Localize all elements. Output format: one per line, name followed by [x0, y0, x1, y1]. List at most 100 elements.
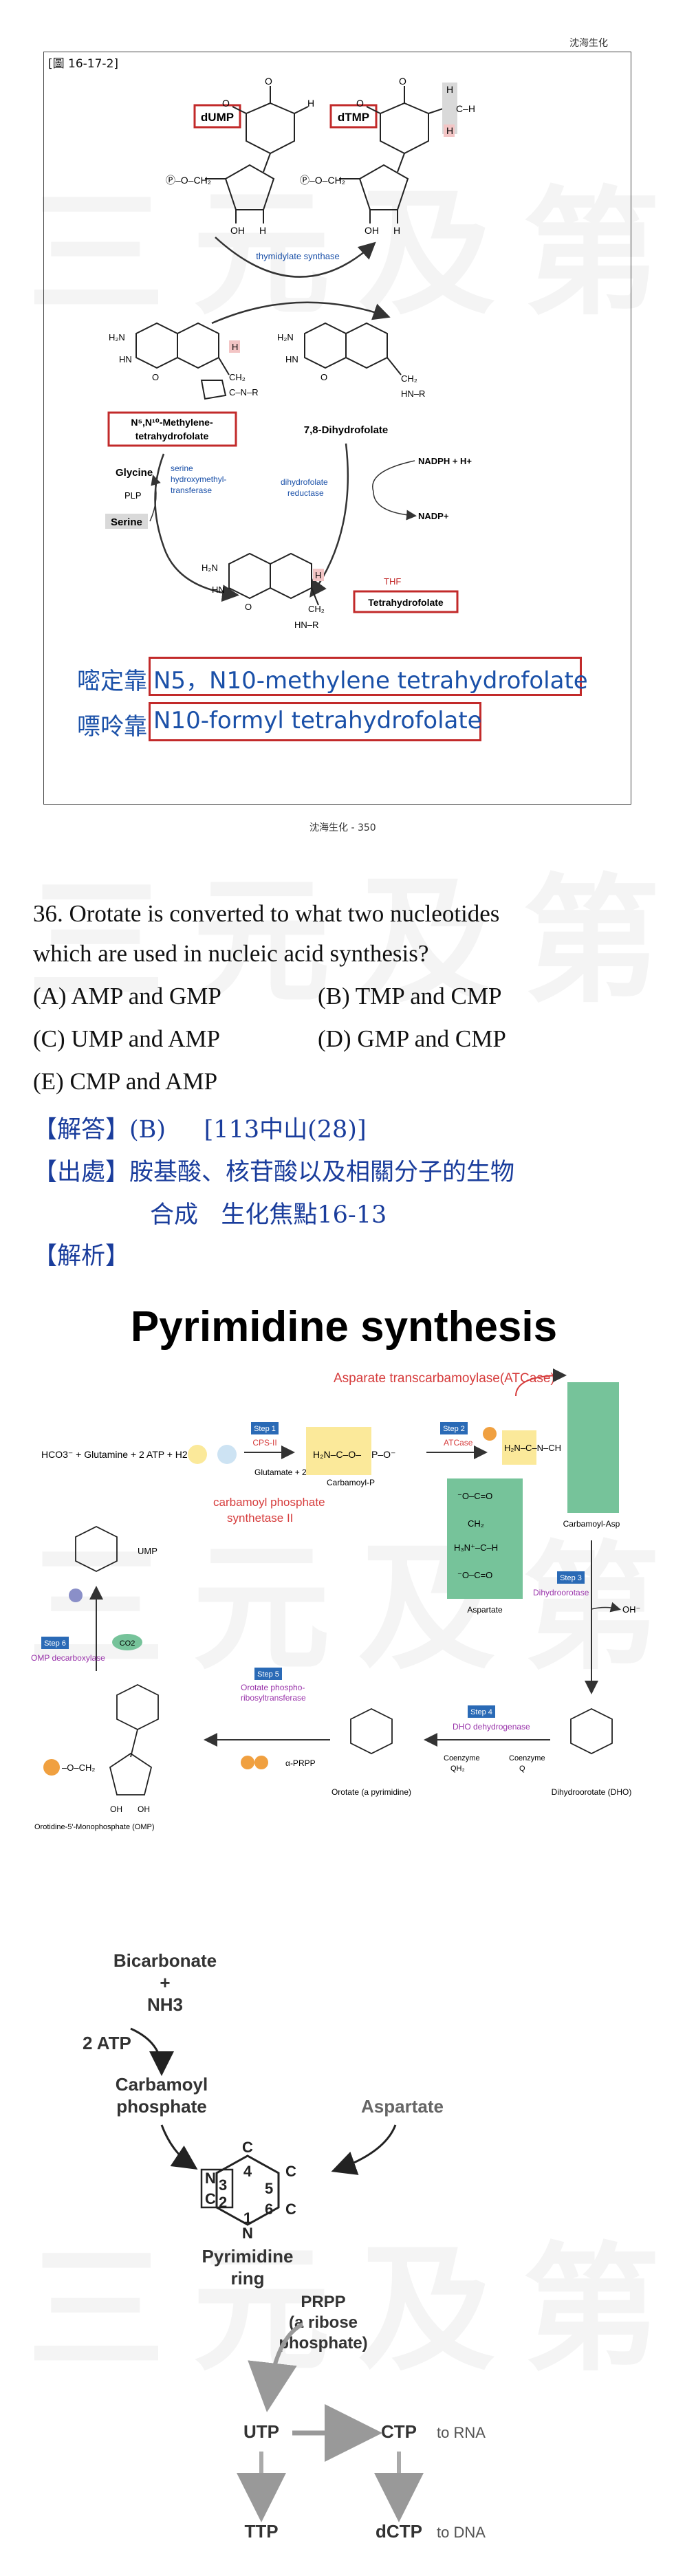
question-line-1: 36. Orotate is converted to what two nuc… [33, 900, 500, 927]
svg-text:C: C [285, 2201, 296, 2218]
cps2-label: CPS-II [252, 1438, 276, 1448]
pyrimidine-source-text: N5，N10-methylene tetrahydrofolate [153, 667, 588, 695]
svg-text:OH: OH [230, 225, 245, 236]
ump-label: UMP [138, 1546, 157, 1556]
analysis-label: 【解析】 [33, 1243, 130, 1270]
pyrimidine-overview-diagram: Bicarbonate + NH3 2 ATP Carbamoyl phosph… [83, 1950, 486, 2542]
nadp-label: NADP+ [418, 511, 449, 521]
ttp-label: TTP [244, 2521, 278, 2542]
svg-text:HN–R: HN–R [294, 620, 318, 630]
thf-red-label: THF [384, 576, 401, 587]
svg-text:CH₂: CH₂ [401, 373, 417, 384]
svg-text:OH: OH [110, 1804, 122, 1814]
svg-text:H: H [259, 225, 266, 236]
svg-text:OH: OH [138, 1804, 150, 1814]
svg-text:C: C [205, 2190, 216, 2207]
ring-label-1: Pyrimidine [202, 2246, 294, 2267]
svg-text:C: C [242, 2139, 253, 2156]
dctp-label: dCTP [376, 2521, 422, 2542]
figure-label: [圖 16-17-2] [48, 57, 119, 71]
svg-text:serine: serine [171, 463, 193, 473]
carbamoyl-label-1: Carbamoyl [116, 2074, 208, 2095]
question-line-2: which are used in nucleic acid synthesis… [33, 940, 429, 967]
prpp-label-2: (a ribose [289, 2313, 358, 2332]
svg-text:HN: HN [119, 354, 132, 364]
purine-source-box: N10-formyl tetrahydrofolate [149, 702, 482, 741]
figure-frame [43, 52, 631, 805]
svg-text:H: H [393, 225, 400, 236]
svg-text:N: N [242, 2225, 253, 2242]
pyrimidine-source-prefix: 嘧定靠 [77, 668, 147, 695]
svg-text:6: 6 [265, 2201, 273, 2218]
aspartate-label: Aspartate [467, 1605, 503, 1615]
svg-text:O: O [245, 602, 252, 612]
prpp-label-3: phosphate) [279, 2334, 367, 2353]
svg-text:Ⓟ–O–CH₂: Ⓟ–O–CH₂ [300, 175, 345, 186]
svg-text:Coenzyme: Coenzyme [509, 1754, 545, 1762]
svg-text:H₂N–C–N–CH: H₂N–C–N–CH [504, 1443, 561, 1453]
svg-text:HN: HN [285, 354, 298, 364]
svg-text:H: H [446, 125, 453, 136]
option-b: (B) TMP and CMP [318, 983, 502, 1009]
svg-text:⁻O–C=O: ⁻O–C=O [457, 1491, 492, 1501]
svg-text:CH₂: CH₂ [468, 1518, 484, 1529]
to-dna-label: to DNA [437, 2524, 486, 2541]
svg-text:H₃N⁺–C–H: H₃N⁺–C–H [454, 1542, 498, 1553]
svg-text:H₂N: H₂N [109, 332, 125, 342]
aspartate-label-2: Aspartate [361, 2096, 444, 2117]
option-a: (A) AMP and GMP [33, 983, 221, 1009]
svg-text:synthetase II: synthetase II [227, 1511, 293, 1525]
svg-text:O: O [356, 98, 364, 109]
thf-box-label: Tetrahydrofolate [368, 597, 444, 608]
prpp-label-1: PRPP [301, 2293, 345, 2311]
svg-text:tetrahydrofolate: tetrahydrofolate [135, 430, 209, 441]
pyrimidine-source-box: N5，N10-methylene tetrahydrofolate [149, 657, 588, 696]
svg-text:CH₂: CH₂ [229, 372, 246, 382]
dihydroorotase-label: Dihydroorotase [533, 1588, 589, 1597]
plus-label: + [160, 1972, 170, 1993]
to-rna-label: to RNA [437, 2424, 486, 2441]
atp-label: 2 ATP [83, 2033, 131, 2053]
svg-text:OH: OH [365, 225, 379, 236]
utp-label: UTP [243, 2421, 279, 2442]
orotate-label: Orotate (a pyrimidine) [331, 1787, 411, 1797]
omp-label: Orotidine-5'-Monophosphate (OMP) [34, 1823, 155, 1831]
svg-text:C–N–R: C–N–R [229, 387, 259, 397]
step-4-badge: Step 4 [470, 1708, 492, 1716]
dho-dh-label: DHO dehydrogenase [453, 1722, 530, 1732]
ctp-label: CTP [381, 2421, 417, 2442]
svg-text:H: H [307, 98, 314, 109]
svg-text:O: O [320, 372, 327, 382]
svg-text:reductase: reductase [287, 488, 324, 498]
svg-text:Q: Q [519, 1765, 525, 1773]
svg-text:1: 1 [243, 2209, 252, 2227]
nh3-label: NH3 [147, 1994, 183, 2015]
svg-text:3: 3 [219, 2176, 227, 2194]
carbamoyl-asp-label: Carbamoyl-Asp [563, 1519, 620, 1529]
pyrimidine-synthesis-diagram: Pyrimidine synthesis Asparate transcarba… [31, 1303, 640, 1831]
folate-cycle-diagram: dUMP dTMP O H O Ⓟ–O–CH₂ OH H H C–H H O O… [105, 76, 475, 630]
prpp-label: α-PRPP [285, 1758, 316, 1768]
purine-source-prefix: 嘌呤靠 [77, 713, 147, 741]
svg-text:HN: HN [212, 585, 225, 595]
svg-text:O: O [152, 372, 159, 382]
atcase-short: ATCase [444, 1438, 473, 1448]
omp-dc-label: OMP decarboxylase [31, 1653, 105, 1663]
svg-text:H₂N: H₂N [202, 563, 218, 573]
enzyme-thymidylate: thymidylate synthase [256, 251, 339, 261]
svg-text:O: O [399, 76, 406, 87]
option-c: (C) UMP and AMP [33, 1025, 220, 1052]
dho-label: Dihydroorotate (DHO) [552, 1787, 632, 1797]
dump-label: dUMP [201, 111, 234, 124]
svg-text:P–O⁻: P–O⁻ [371, 1449, 395, 1460]
carbamoyl-label-2: phosphate [116, 2096, 206, 2117]
atcase-title: Asparate transcarbamoylase(ATCase) [334, 1371, 555, 1386]
svg-text:5: 5 [265, 2180, 273, 2197]
answer-line: 【解答】(B) [113中山(28)] [33, 1116, 367, 1144]
svg-text:Coenzyme: Coenzyme [444, 1754, 480, 1762]
svg-text:H: H [315, 570, 321, 580]
svg-text:C–H: C–H [456, 103, 475, 114]
glycine-label: Glycine [116, 467, 153, 479]
svg-text:carbamoyl phosphate: carbamoyl phosphate [213, 1496, 325, 1509]
svg-text:4: 4 [243, 2163, 252, 2180]
